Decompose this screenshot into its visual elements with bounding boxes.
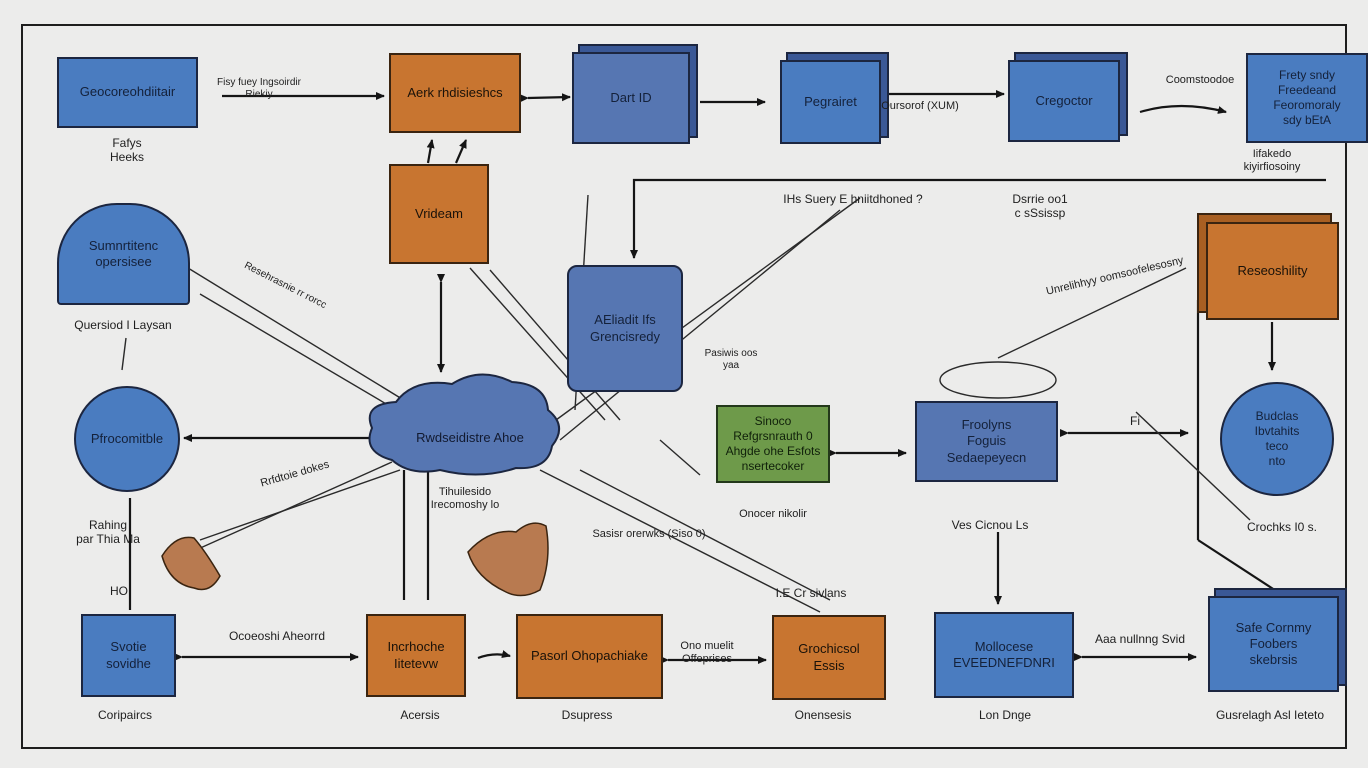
cloud-label: Rwdseidistre Ahoe: [416, 430, 524, 445]
label-fisy-fuey: Fisy fuey Ingsoirdir Riekiy: [217, 77, 301, 100]
label-fafys: Fafys Heeks: [109, 136, 144, 165]
arrow-cregactor-friety: [1139, 104, 1227, 114]
node-grochicsol[interactable]: Grochicsol Essis: [772, 615, 886, 700]
label-ocoeoshi: Ocoeoshi Aheorrd: [228, 629, 326, 643]
label-acersis: Acersis: [400, 708, 440, 722]
node-pasorl-ohopachiake[interactable]: Pasorl Ohopachiake: [516, 614, 663, 699]
node-geocoreohdiitair[interactable]: Geocoreohdiitair: [57, 57, 198, 128]
cloud-shape: [368, 373, 560, 476]
sketched-hands: [161, 522, 549, 597]
label-ihs-suery: IHs Suery E hniitdhoned ?: [783, 192, 923, 206]
node-safe-cornmy[interactable]: Safe Cornmy Foobers skebrsis: [1208, 596, 1339, 692]
label-fi: Fi: [1130, 414, 1140, 428]
label-coripaircs: Coripaircs: [97, 708, 152, 722]
arrow-interhictine-peserl: [477, 650, 511, 660]
node-incrhoche[interactable]: Incrhoche Iitetevw: [366, 614, 466, 697]
node-sinoco[interactable]: Sinoco Refgrsnrauth 0 Ahgde ohe Esfots n…: [716, 405, 830, 483]
node-svotie[interactable]: Svotie sovidhe: [81, 614, 176, 697]
node-abstract-rhdisieshcs[interactable]: Aerk rhdisieshcs: [389, 53, 521, 133]
node-vrideam[interactable]: Vrideam: [389, 164, 489, 264]
hand-left: [161, 536, 221, 591]
label-oursorof: Oursorof (XUM): [881, 100, 959, 112]
label-sasisr: Sasisr orerwks (Siso 0): [592, 528, 706, 540]
node-budclas[interactable]: Budclas Ibvtahits teco nto: [1220, 382, 1334, 496]
node-mollocese[interactable]: Mollocese EVEEDNEFDNRI: [934, 612, 1074, 698]
label-ie-cr: I.E Cr sivlans: [775, 586, 847, 600]
label-onocer: Onocer nikolir: [739, 508, 807, 520]
line-right-diag: [1197, 539, 1291, 601]
node-pfrocomitble[interactable]: Pfrocomitble: [74, 386, 180, 492]
arrow-vidsan-abstract-a: [426, 139, 435, 164]
diagram-frame: [21, 24, 1347, 749]
label-pasiwis: Pasiwis oos yaa: [704, 348, 758, 371]
label-ves-cicnou: Ves Cicnou Ls: [951, 518, 1029, 532]
node-cregoctor[interactable]: Cregoctor: [1008, 60, 1120, 142]
node-aeliadit-ifs[interactable]: AEliadit Ifs Grencisredy: [567, 265, 683, 392]
node-froolyns[interactable]: Froolyns Foguis Sedaepeyecn: [915, 401, 1058, 482]
label-iifakedo: Iifakedo kiyirfiosoiny: [1243, 148, 1301, 174]
arrow-vidsan-abstract-b: [454, 139, 468, 164]
label-ho: HO: [110, 584, 128, 598]
hand-center: [467, 522, 549, 597]
label-crochks: Crochks I0 s.: [1246, 520, 1318, 534]
label-dsrrie: Dsrrie oo1 c sSsissp: [1012, 192, 1068, 221]
label-quersiod: Quersiod I Laysan: [74, 318, 172, 332]
sketch-lines: [121, 194, 1251, 613]
label-dsupress: Dsupress: [561, 708, 613, 722]
label-ono-muelit: Ono muelit Offeprises: [680, 640, 734, 666]
label-gusrelagh: Gusrelagh Asl Ieteto: [1215, 708, 1325, 722]
node-sumnrtitenc[interactable]: Sumnrtitenc opersisee: [57, 203, 190, 305]
arrow-abstract-dart: [519, 93, 571, 103]
label-rahing: Rahing par Thia Ma: [76, 518, 140, 547]
node-pegrairet[interactable]: Pegrairet: [780, 60, 881, 144]
node-frety-sndy[interactable]: Frety sndy Freedeand Feoromoraly sdy bEt…: [1246, 53, 1368, 143]
arrows: [128, 90, 1326, 664]
node-dart-id[interactable]: Dart ID: [572, 52, 690, 144]
label-tihuilesido: Tihuilesido Irecomoshy lo: [430, 486, 500, 512]
line-top-bus: [630, 178, 1326, 259]
label-lon-dnge: Lon Dnge: [978, 708, 1032, 722]
node-reseoshility[interactable]: Reseoshility: [1206, 222, 1339, 320]
label-aaa-nullnng: Aaa nullnng Svid: [1094, 632, 1186, 646]
label-onensesis: Onensesis: [794, 708, 852, 722]
label-coomstoodoe: Coomstoodoe: [1165, 74, 1235, 86]
